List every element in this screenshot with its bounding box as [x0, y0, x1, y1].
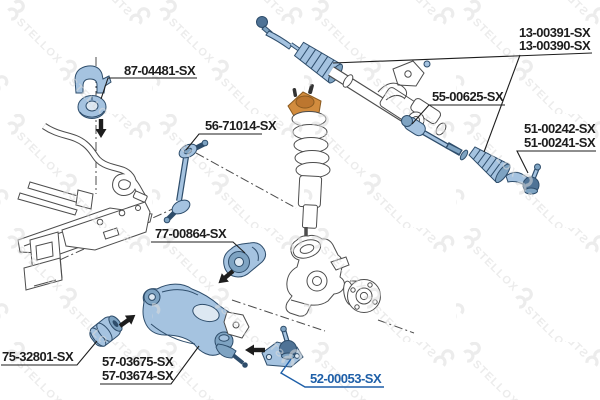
part-label-steering-boot-1: 13-00391-SX [519, 25, 591, 40]
part-label-tie-rod-end-1: 51-00242-SX [524, 121, 596, 136]
part-label-arm-front-bushing: 75-32801-SX [2, 349, 74, 364]
part-label-control-arm-2: 57-03674-SX [102, 368, 174, 383]
part-label-arm-rear-bushing: 77-00864-SX [155, 226, 227, 241]
part-label-stabilizer-link: 56-71014-SX [205, 118, 277, 133]
part-label-stabilizer-bushing: 87-04481-SX [124, 63, 196, 78]
part-label-control-arm-1: 57-03675-SX [102, 354, 174, 369]
label-leader-lines [1, 52, 596, 388]
part-label-tie-rod-end-2: 51-00241-SX [524, 135, 596, 150]
part-label-ball-joint-link[interactable]: 52-00053-SX [310, 371, 382, 386]
part-label-steering-boot-2: 13-00390-SX [519, 38, 591, 53]
ball-joint-leader-line [279, 358, 384, 388]
part-label-inner-tie-rod: 55-00625-SX [432, 89, 504, 104]
part-labels: 87-04481-SX 56-71014-SX 13-00391-SX 13-0… [2, 25, 596, 386]
